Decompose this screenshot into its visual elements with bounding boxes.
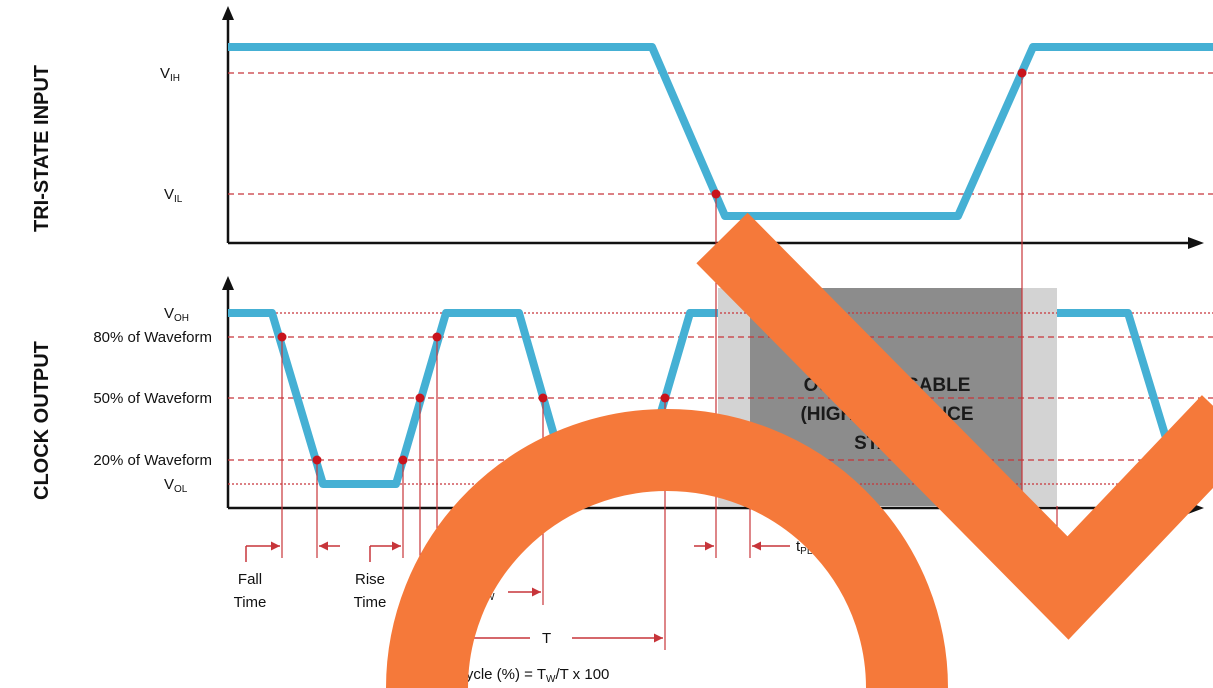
timing-arrows: [245, 541, 1090, 643]
tplz-label: tPLZ: [796, 538, 819, 557]
y-axis-arrow-icon: [222, 276, 234, 290]
fall-time-label-1: Fall: [238, 571, 262, 588]
voh-label: VOH: [164, 305, 189, 324]
crossing-markers: [277, 68, 1027, 465]
clock-output-title: CLOCK OUTPUT: [31, 341, 53, 500]
t-label: T: [542, 630, 551, 647]
circle-overlay-icon: [386, 409, 948, 688]
p20-label: 20% of Waveform: [93, 452, 212, 469]
p80-label: 80% of Waveform: [93, 329, 212, 346]
x-axis-arrow-icon: [1188, 237, 1204, 249]
tri-state-panel: VIH VIL: [160, 6, 1213, 249]
y-axis-arrow-icon: [222, 6, 234, 20]
vih-label: VIH: [160, 65, 180, 84]
tri-state-title: TRI-STATE INPUT: [31, 65, 53, 232]
overlay-marks: [386, 212, 1213, 688]
rise-time-label-1: Rise: [355, 571, 385, 588]
vol-label: VOL: [164, 476, 188, 495]
p50-label: 50% of Waveform: [93, 390, 212, 407]
fall-time-label-2: Time: [234, 594, 267, 611]
vil-label: VIL: [164, 186, 183, 205]
tri-state-waveform: [228, 43, 1213, 220]
rise-time-label-2: Time: [354, 594, 387, 611]
checkmark-overlay-icon: [696, 212, 1213, 640]
